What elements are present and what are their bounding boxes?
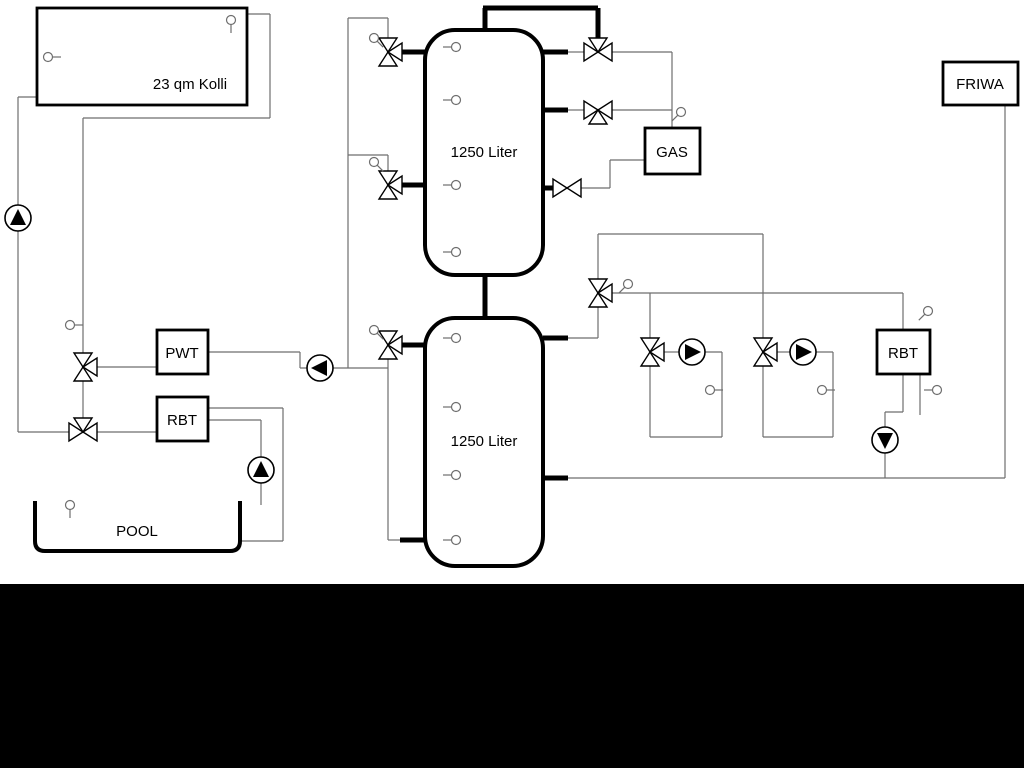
buffer-tank-bottom [423,316,545,568]
gas-boiler-label: GAS [656,144,688,161]
friwa-station-box [941,60,1020,107]
buffer-tank-bottom-label: 1250 Liter [451,433,518,450]
pool-label: POOL [116,523,158,540]
rbt-right-pump-icon [871,426,899,454]
circuit2-pump-icon [789,338,817,366]
pipes-thin [17,13,1006,542]
rbt-right-label: RBT [888,345,918,362]
letterbox-band [0,584,1024,768]
charge-pump-icon [306,354,334,382]
circuit1-pump-icon [678,338,706,366]
gas-boiler-box [643,126,702,176]
solar-collector-box [35,6,249,107]
buffer-tank-top [423,28,545,277]
buffer-tank-top-label: 1250 Liter [451,144,518,161]
solar-collector-label: 23 qm Kolli [153,76,227,93]
pool-basin [33,501,242,553]
pipes-thick [400,5,601,543]
rbt-right-box [875,328,932,376]
solar-pump-icon [4,204,32,232]
friwa-station-label: FRIWA [956,76,1004,93]
pool-pump-icon [247,456,275,484]
pwt-label: PWT [165,345,198,362]
rbt-left-label: RBT [167,412,197,429]
pwt-heat-exchanger-box [155,328,210,376]
rbt-left-box [155,395,210,443]
